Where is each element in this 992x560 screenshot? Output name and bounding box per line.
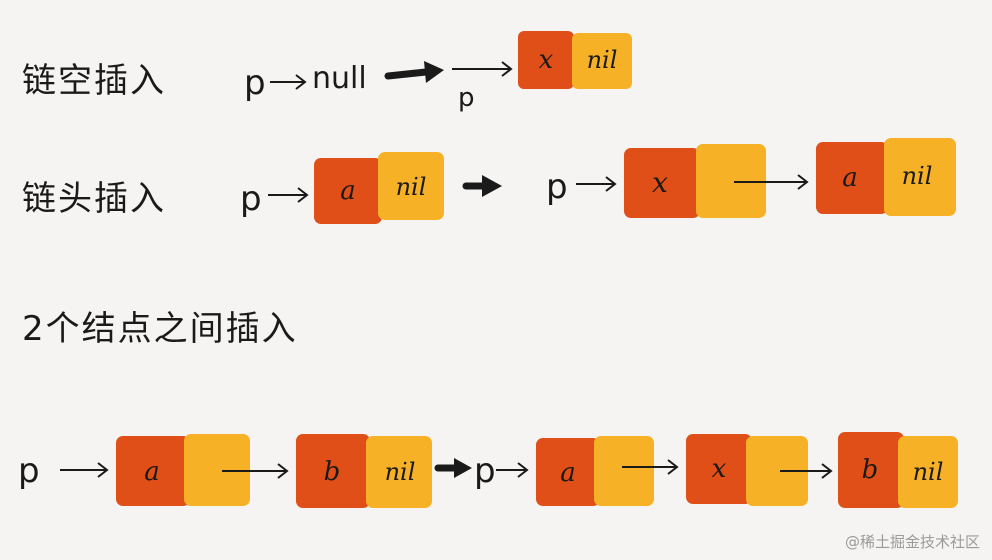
node-value: x	[539, 45, 554, 75]
node-data-cell	[518, 31, 574, 89]
node-value: a	[842, 163, 858, 193]
pointer-p: p	[474, 451, 496, 491]
node-next: nil	[385, 458, 416, 486]
node-next-cell	[572, 33, 632, 89]
node-data-cell	[314, 158, 382, 224]
row-head: p a nil p x	[240, 138, 956, 224]
list-node: a nil	[314, 152, 444, 224]
node-next-cell	[746, 436, 808, 506]
node-next: nil	[913, 458, 944, 486]
null-text: null	[312, 61, 367, 96]
node-data-cell	[816, 142, 888, 214]
list-node: x	[624, 144, 766, 218]
node-next-cell	[366, 436, 432, 508]
node-next-cell	[898, 436, 958, 508]
list-node: a	[536, 436, 654, 506]
next-arrow	[222, 463, 289, 479]
pointer-arrow	[268, 187, 309, 203]
pointer-p: p	[458, 83, 475, 113]
list-node: b nil	[838, 432, 958, 508]
row-middle: p a b nil p	[18, 432, 958, 508]
node-next-cell	[184, 434, 250, 506]
node-next: nil	[396, 173, 427, 201]
pointer-arrow	[60, 462, 109, 478]
row-empty: p null p x nil	[244, 31, 632, 113]
node-next-cell	[884, 138, 956, 216]
pointer-arrow	[452, 61, 513, 77]
node-data-cell	[296, 434, 370, 508]
next-arrow	[622, 459, 679, 475]
pointer-arrow	[270, 74, 307, 90]
pointer-p: p	[546, 167, 568, 207]
node-next-cell	[378, 152, 444, 220]
next-arrow	[734, 174, 809, 190]
node-data-cell	[686, 434, 752, 504]
transform-arrow	[384, 61, 444, 83]
section-label-empty: 链空插入	[22, 61, 166, 101]
section-label-middle: 2个结点之间插入	[22, 309, 298, 349]
node-data-cell	[838, 432, 904, 508]
node-next-cell	[594, 436, 654, 506]
node-data-cell	[116, 436, 190, 506]
section-label-head: 链头插入	[22, 179, 166, 219]
node-value: a	[560, 458, 576, 488]
node-next: nil	[902, 162, 933, 190]
node-value: x	[712, 454, 727, 484]
list-node: b nil	[296, 434, 432, 508]
node-value: b	[324, 457, 341, 487]
list-node: x nil	[518, 31, 632, 89]
list-node: a	[116, 434, 250, 506]
pointer-arrow	[576, 176, 617, 192]
next-arrow	[780, 463, 833, 479]
pointer-p: p	[240, 179, 262, 219]
list-node: x	[686, 434, 808, 506]
node-value: x	[652, 166, 668, 199]
transform-arrow	[462, 175, 502, 197]
node-value: a	[144, 457, 160, 487]
node-data-cell	[536, 438, 600, 506]
node-value: a	[340, 176, 356, 206]
pointer-p: p	[18, 451, 40, 491]
node-data-cell	[624, 148, 700, 218]
watermark: @稀土掘金技术社区	[844, 533, 980, 551]
pointer-arrow	[496, 462, 529, 478]
node-next: nil	[587, 46, 618, 74]
transform-arrow	[434, 458, 472, 478]
node-next-cell	[696, 144, 766, 218]
pointer-p: p	[244, 63, 266, 103]
list-node: a nil	[816, 138, 956, 216]
node-value: b	[862, 455, 879, 485]
